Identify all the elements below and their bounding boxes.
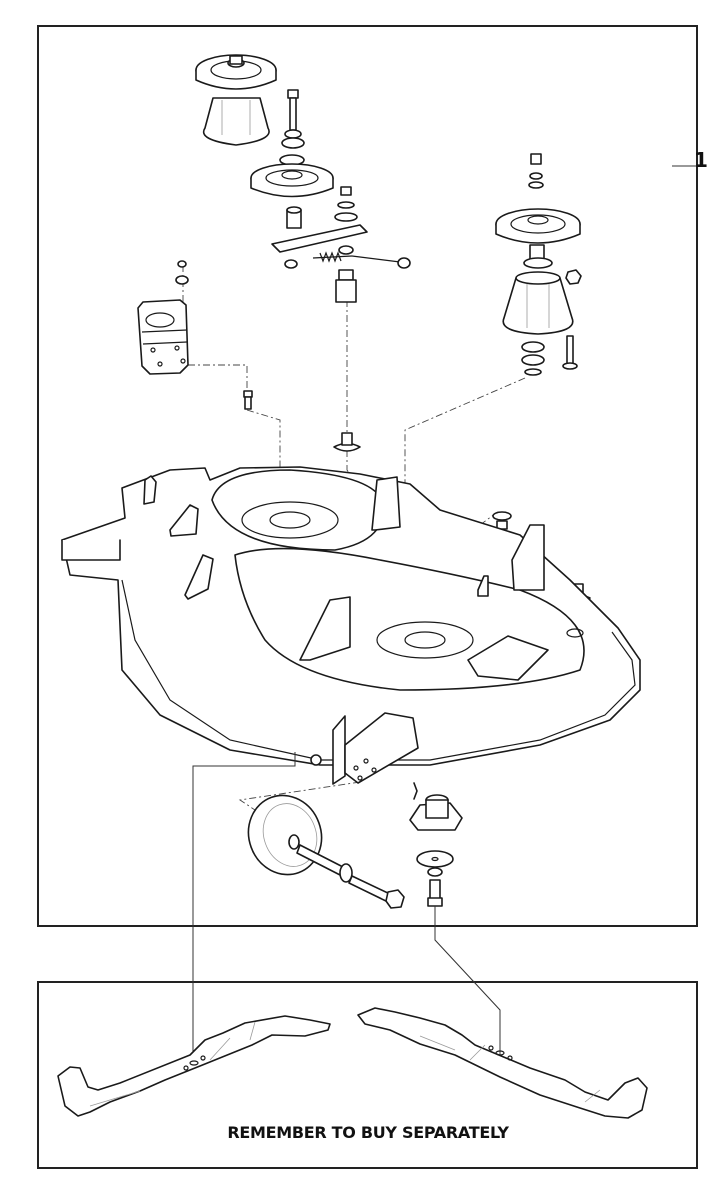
spindle-assembly-left (195, 54, 277, 146)
spindle-assembly-right (495, 153, 582, 376)
idler-arm (271, 224, 368, 269)
separate-purchase-note: REMEMBER TO BUY SEPARATELY (227, 1123, 509, 1142)
washers-nut (334, 186, 358, 222)
blade-left (57, 1015, 331, 1117)
blade-left-leader (192, 752, 296, 1068)
callout-number: 1 (694, 148, 708, 172)
blade-adapter (409, 782, 463, 907)
gauge-wheel (247, 794, 405, 909)
standoff (335, 269, 357, 303)
idler-bolt (281, 89, 305, 149)
spacer (286, 206, 302, 229)
main-assembly-frame (37, 25, 698, 927)
tension-spring (312, 245, 411, 269)
blade-right (357, 1007, 648, 1119)
separate-purchase-frame (37, 981, 698, 1169)
idler-pulley (250, 154, 334, 198)
blade-right-leader (434, 906, 501, 1058)
wheel-bracket (310, 712, 419, 785)
mounting-bracket (137, 260, 253, 410)
mower-deck (61, 466, 641, 766)
